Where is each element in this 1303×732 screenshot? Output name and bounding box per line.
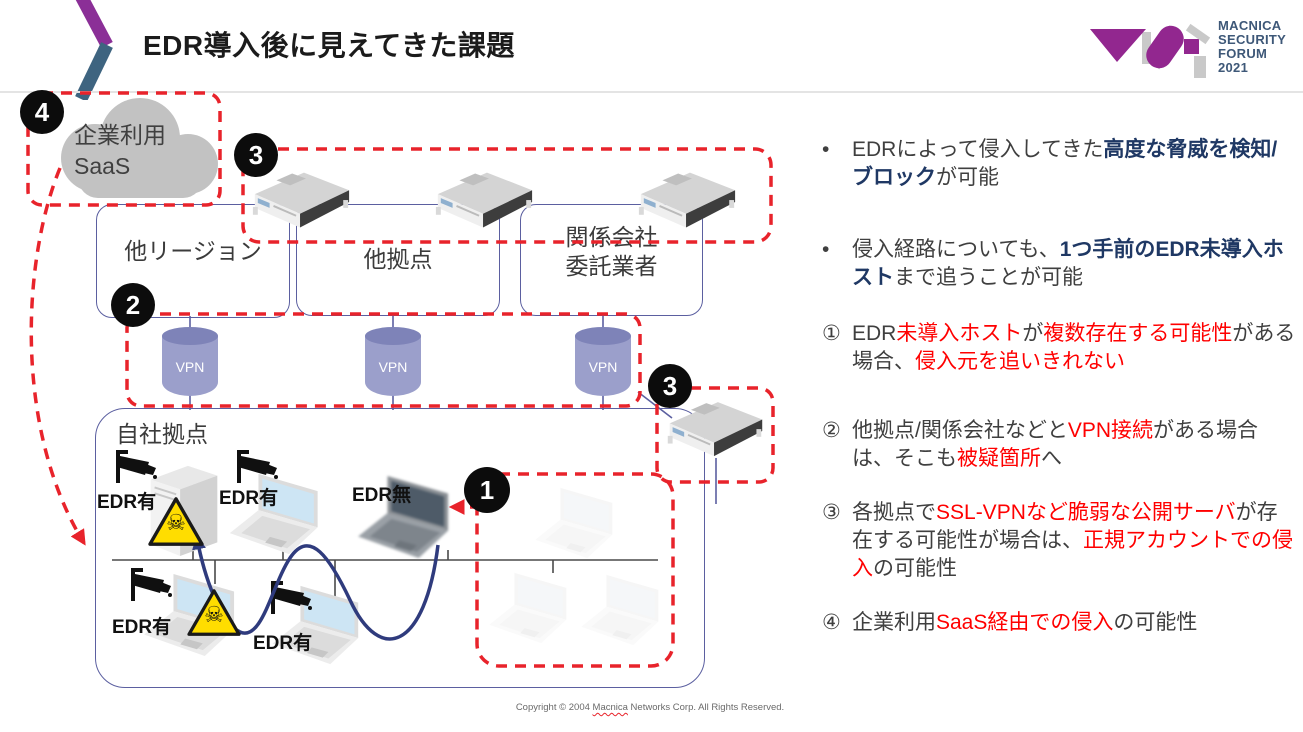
step-badge-3: 3 bbox=[234, 133, 278, 177]
numbered-item-2: ② 他拠点/関係会社などとVPN接続がある場合は、そこも被疑箇所へ bbox=[822, 417, 1298, 473]
edr-camera-icon bbox=[233, 447, 279, 487]
step-badge-2: 2 bbox=[111, 283, 155, 327]
edr-status-label: EDR有 bbox=[112, 617, 172, 638]
header-chevron-icon bbox=[75, 0, 113, 100]
vpn-tunnel-icon: VPN bbox=[162, 327, 218, 403]
bullet-item-1: • EDRによって侵入してきた高度な脅威を検知/ブロックが可能 bbox=[822, 136, 1298, 192]
ghost-laptop-icon bbox=[486, 570, 578, 646]
saas-cloud-label: 企業利用 SaaS bbox=[74, 122, 166, 180]
bullet-glyph: • bbox=[822, 238, 830, 261]
region-label-line: 委託業者 bbox=[565, 252, 658, 279]
circled-number: ② bbox=[822, 419, 841, 442]
skull-glyph: ☠ bbox=[204, 602, 224, 627]
edr-camera-icon bbox=[112, 447, 158, 487]
server-icon bbox=[247, 166, 355, 240]
edr-camera-icon bbox=[127, 565, 173, 605]
own-site-label: 自社拠点 bbox=[116, 421, 208, 447]
page-title: EDR導入後に見えてきた課題 bbox=[143, 30, 515, 61]
circled-number: ① bbox=[822, 322, 841, 345]
step-badge-3b: 3 bbox=[648, 364, 692, 408]
circled-number: ③ bbox=[822, 501, 841, 524]
logo-line: 2021 bbox=[1218, 60, 1249, 75]
bullet-item-2: • 侵入経路についても、1つ手前のEDR未導入ホストまで追うことが可能 bbox=[822, 236, 1298, 292]
vpn-label: VPN bbox=[175, 359, 205, 375]
vpn-label: VPN bbox=[378, 359, 408, 375]
msf-logo-wordmark: MACNICA SECURITY FORUM 2021 bbox=[1218, 19, 1286, 75]
skull-glyph: ☠ bbox=[166, 510, 186, 535]
server-icon bbox=[430, 166, 538, 240]
ghost-laptop-icon bbox=[578, 572, 670, 648]
malware-warning-icon: ☠ bbox=[186, 588, 242, 638]
logo-line: SECURITY bbox=[1218, 32, 1287, 47]
saas-cloud-icon: 企業利用 SaaS bbox=[40, 96, 230, 213]
edr-status-label: EDR無 bbox=[352, 485, 412, 506]
region-label: 他拠点 bbox=[363, 246, 433, 272]
step-badge-1: 1 bbox=[464, 467, 510, 513]
edr-status-label: EDR有 bbox=[97, 492, 157, 513]
logo-line: FORUM bbox=[1218, 46, 1268, 61]
numbered-item-4: ④ 企業利用SaaS経由での侵入の可能性 bbox=[822, 609, 1298, 637]
server-icon bbox=[633, 166, 741, 240]
copyright-notice: Copyright © 2004 Macnica Networks Corp. … bbox=[515, 702, 785, 713]
ghost-laptop-icon bbox=[532, 486, 624, 560]
vpn-tunnel-icon: VPN bbox=[365, 327, 421, 403]
msf-logo-icon bbox=[1090, 23, 1211, 78]
edr-camera-icon bbox=[267, 578, 313, 618]
region-label: 他リージョン bbox=[124, 238, 262, 264]
edr-status-label: EDR有 bbox=[219, 488, 279, 509]
logo-line: MACNICA bbox=[1218, 18, 1282, 33]
malware-warning-icon: ☠ bbox=[147, 496, 205, 548]
numbered-item-1: ① EDR未導入ホストが複数存在する可能性がある場合、侵入元を追いきれない bbox=[822, 320, 1298, 376]
copyright-company: Macnica bbox=[592, 702, 628, 713]
vpn-label: VPN bbox=[588, 359, 618, 375]
step-badge-4: 4 bbox=[20, 90, 64, 134]
header-divider bbox=[0, 91, 1303, 93]
numbered-item-3: ③ 各拠点でSSL-VPNなど脆弱な公開サーバが存在する可能性が場合は、正規アカ… bbox=[822, 499, 1298, 583]
circled-number: ④ bbox=[822, 611, 841, 634]
vpn-tunnel-icon: VPN bbox=[575, 327, 631, 403]
bullet-glyph: • bbox=[822, 138, 830, 161]
ssl-vpn-server-icon bbox=[662, 396, 768, 468]
edr-status-label: EDR有 bbox=[253, 633, 313, 654]
macnica-security-forum-logo: MACNICA SECURITY FORUM 2021 bbox=[1086, 12, 1286, 82]
saas-intrusion-arrow bbox=[29, 167, 86, 546]
